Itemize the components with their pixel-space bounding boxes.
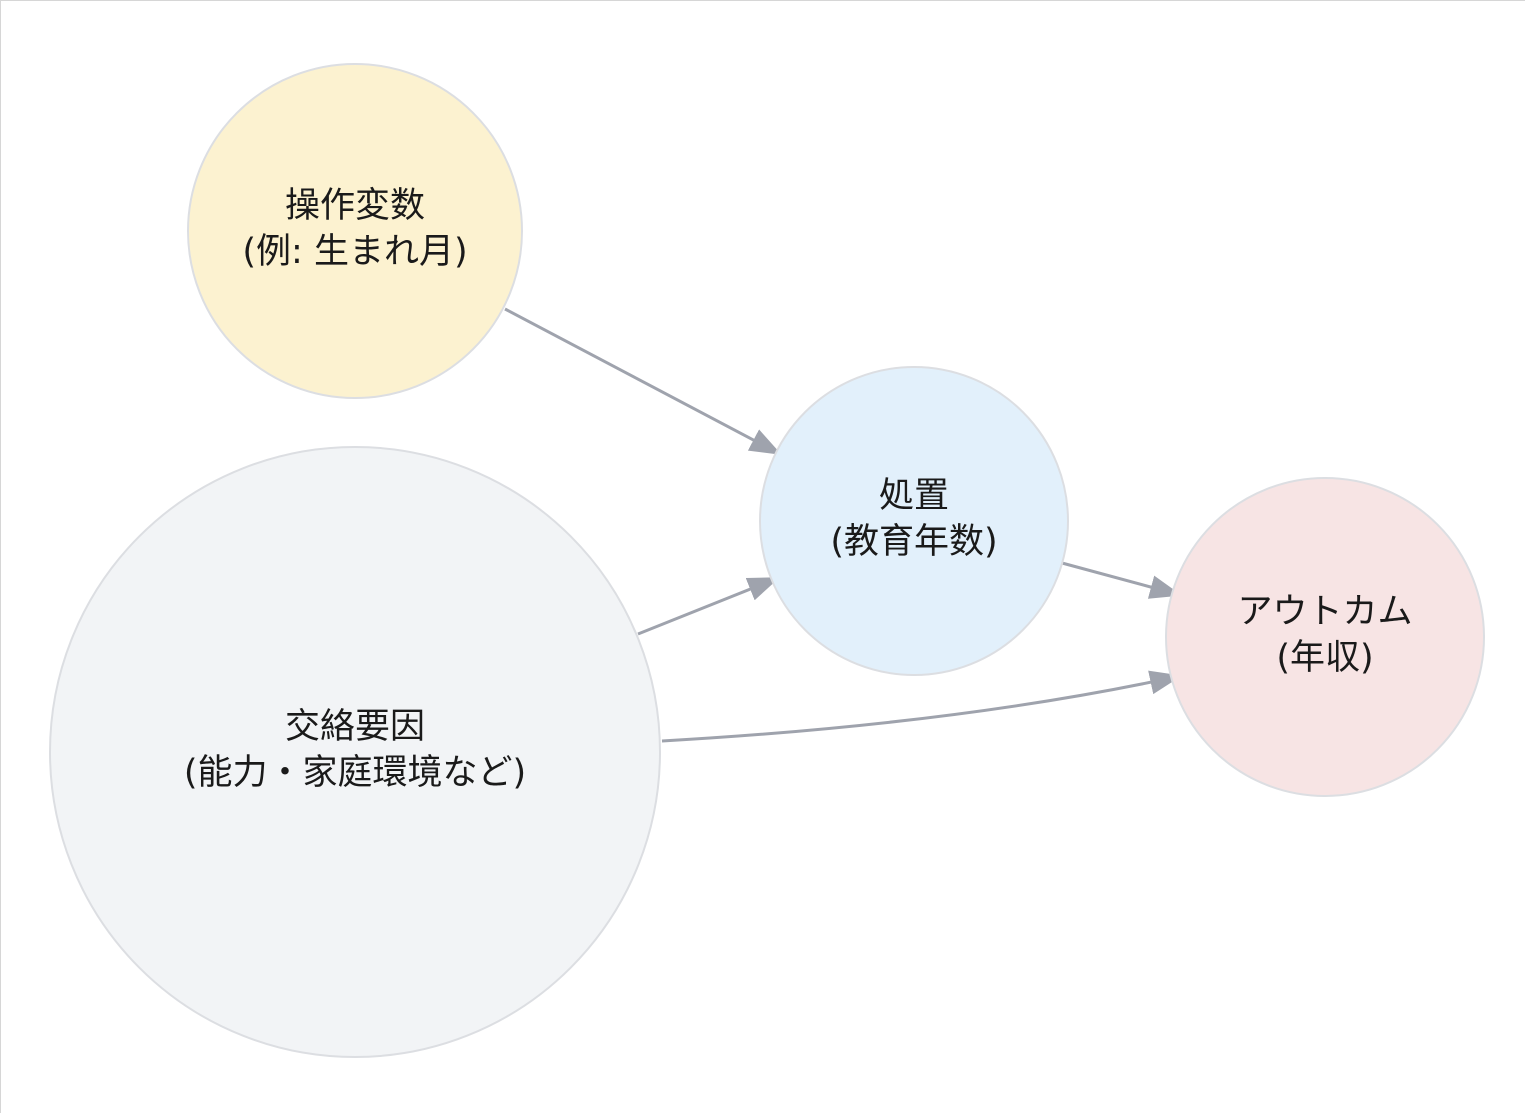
node-confounder-circle bbox=[49, 446, 661, 1058]
node-outcome-label-line1: アウトカム bbox=[1237, 592, 1412, 632]
node-treatment-label-line2: (教育年数) bbox=[830, 522, 997, 562]
edge-instrument-to-treatment bbox=[504, 307, 782, 456]
node-confounder-label-line2: (能力・家庭環境など) bbox=[184, 753, 526, 793]
node-instrument: 操作変数 (例: 生まれ月) bbox=[187, 63, 523, 399]
node-outcome: アウトカム (年収) bbox=[1165, 477, 1485, 797]
edge-confounder-to-treatment bbox=[637, 576, 780, 636]
node-treatment-label-line1: 処置 bbox=[879, 476, 949, 516]
node-outcome-label-line2: (年収) bbox=[1276, 638, 1373, 678]
node-treatment-circle bbox=[759, 366, 1069, 676]
edge-confounder-to-outcome bbox=[661, 670, 1182, 743]
edges bbox=[504, 307, 1182, 743]
node-instrument-circle bbox=[187, 63, 523, 399]
node-outcome-circle bbox=[1165, 477, 1485, 797]
node-confounder: 交絡要因 (能力・家庭環境など) bbox=[49, 446, 661, 1058]
node-instrument-label-line2: (例: 生まれ月) bbox=[242, 232, 467, 272]
node-treatment: 処置 (教育年数) bbox=[759, 366, 1069, 676]
node-instrument-label-line1: 操作変数 bbox=[285, 186, 425, 226]
edge-treatment-to-outcome bbox=[1061, 561, 1182, 599]
node-confounder-label-line1: 交絡要因 bbox=[285, 707, 425, 747]
